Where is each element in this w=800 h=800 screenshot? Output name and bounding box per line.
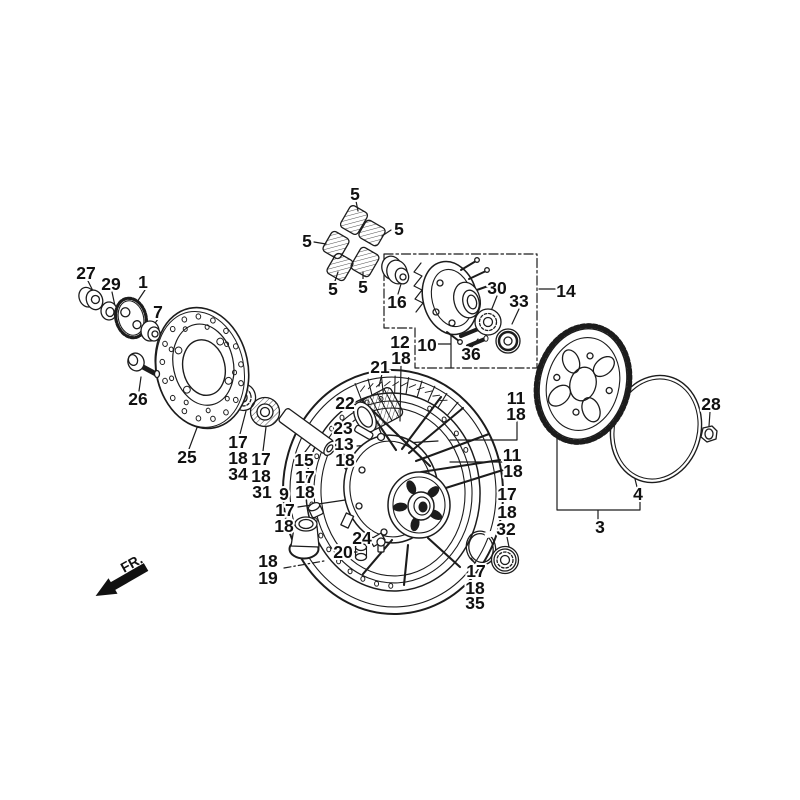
nut-28: [700, 425, 718, 443]
disc-drill-holes: [159, 313, 244, 422]
seal-33: [495, 328, 521, 354]
panel-top-bolt: [376, 432, 386, 442]
part-label-22: 22: [335, 393, 355, 413]
part-label-33: 33: [509, 291, 529, 311]
drum-lightening-holes: [392, 480, 443, 532]
part-label-18: 18: [335, 450, 355, 470]
part-label-27: 27: [76, 263, 95, 283]
part-label-3: 3: [595, 517, 605, 537]
tire-valve: [288, 501, 324, 560]
collar-pin: [354, 424, 374, 440]
part-label-34: 34: [228, 464, 248, 484]
part-label-5: 5: [394, 219, 404, 239]
nut-7: [140, 320, 161, 342]
part-label-18: 18: [251, 466, 271, 486]
part-label-4: 4: [633, 484, 643, 504]
part-label-13: 13: [334, 434, 354, 454]
tire-inner: [289, 376, 497, 608]
part-label-18: 18: [274, 516, 294, 536]
part-label-17: 17: [295, 467, 314, 487]
part-label-18: 18: [391, 348, 411, 368]
part-label-11: 11: [507, 388, 526, 408]
part-label-17: 17: [275, 500, 294, 520]
part-label-18: 18: [497, 502, 517, 522]
driven-sprocket-3: [533, 323, 633, 445]
part-label-31: 31: [252, 482, 272, 502]
part-label-5: 5: [358, 277, 368, 297]
washer-29: [100, 301, 118, 321]
part-label-1: 1: [138, 272, 148, 292]
tire-outer: [281, 369, 505, 615]
nut-27: [78, 286, 104, 311]
bearing-30: [474, 308, 502, 336]
bearing-31: [249, 396, 281, 428]
dash-dot-frame: [383, 253, 538, 369]
part-label-16: 16: [387, 292, 407, 312]
part-label-17: 17: [466, 561, 485, 581]
part-label-9: 9: [279, 484, 289, 504]
brake-disc: [154, 306, 250, 430]
part-label-5: 5: [350, 184, 360, 204]
part-label-14: 14: [556, 281, 576, 301]
part-label-18: 18: [295, 482, 315, 502]
bushing-16: [381, 255, 410, 285]
damper-rubber-set: [322, 204, 386, 282]
part-label-18: 18: [503, 461, 523, 481]
bolt-26: [127, 352, 161, 379]
fr-arrow-icon: [95, 563, 149, 596]
part-label-23: 23: [333, 418, 353, 438]
bracket-sprocket-group: [556, 437, 641, 520]
part-label-15: 15: [294, 450, 314, 470]
part-label-21: 21: [370, 357, 390, 377]
part-label-36: 36: [461, 344, 481, 364]
part-label-25: 25: [177, 447, 197, 467]
part-label-5: 5: [328, 279, 338, 299]
side-collar: [353, 387, 404, 433]
bearing-32: [490, 545, 520, 575]
pulser-plate-1: [114, 296, 148, 340]
axle-shaft: [278, 408, 337, 456]
wheel-hub: [413, 257, 495, 345]
part-label-11: 11: [503, 445, 522, 465]
snap-ring: [465, 530, 497, 566]
part-label-19: 19: [258, 568, 278, 588]
part-label-17: 17: [497, 484, 516, 504]
part-label-20: 20: [333, 542, 353, 562]
hub-drum: [387, 471, 451, 539]
part-label-10: 10: [417, 335, 437, 355]
part-label-18: 18: [465, 578, 485, 598]
part-label-7: 7: [153, 302, 163, 322]
part-label-17: 17: [228, 432, 247, 452]
fr-indicator: FR.: [95, 551, 149, 596]
part-label-12: 12: [390, 332, 410, 352]
spoke-nipple-24: [376, 537, 386, 553]
part-label-26: 26: [128, 389, 148, 409]
part-label-18: 18: [258, 551, 278, 571]
part-label-32: 32: [496, 519, 516, 539]
part-label-30: 30: [487, 278, 507, 298]
part-label-17: 17: [251, 449, 270, 469]
part-label-5: 5: [302, 231, 312, 251]
rim-weight-20: [354, 542, 368, 562]
part-label-28: 28: [701, 394, 721, 414]
part-label-24: 24: [352, 528, 372, 548]
part-label-18: 18: [228, 448, 248, 468]
part-label-18: 18: [506, 404, 526, 424]
part-label-29: 29: [101, 274, 121, 294]
part-label-35: 35: [465, 593, 485, 613]
hub-subassembly-box: [381, 253, 538, 369]
